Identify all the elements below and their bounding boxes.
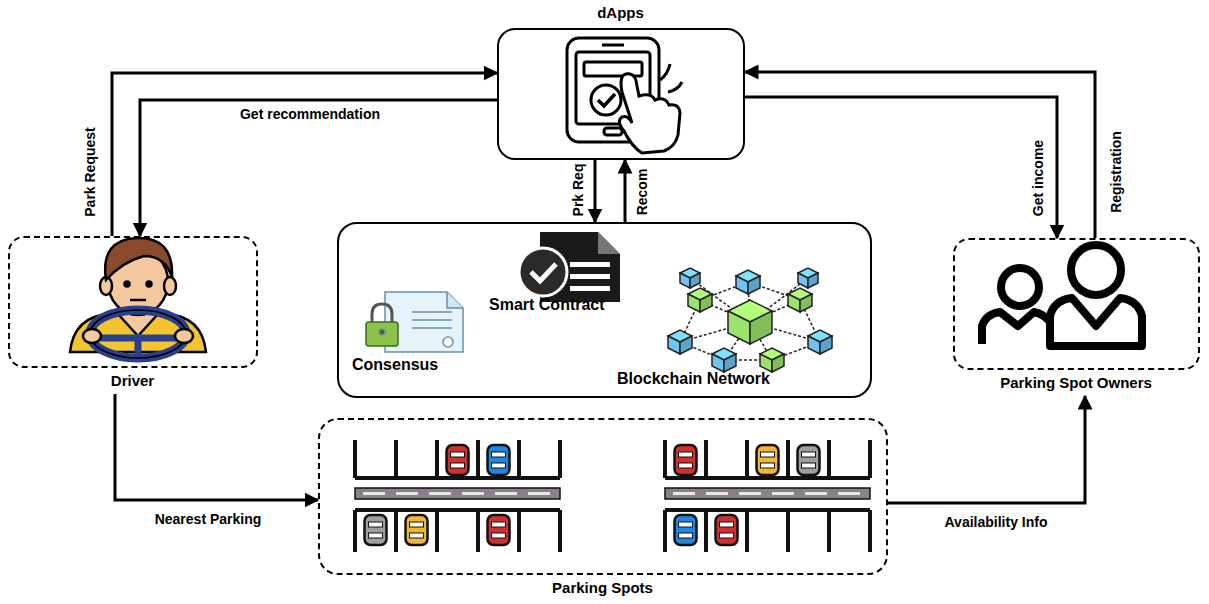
flow-arrow — [624, 160, 627, 222]
chain-cube — [728, 300, 772, 344]
contract-icon — [519, 232, 620, 302]
node-label: Driver — [111, 372, 154, 390]
edge-label: Nearest Parking — [153, 511, 264, 527]
chain-cube — [788, 288, 812, 312]
blockchain-icon — [668, 268, 832, 372]
chain-cube — [808, 330, 832, 354]
parking-lot — [355, 440, 870, 552]
edge-label: Recom — [634, 167, 650, 218]
edge-label: Get income — [1030, 138, 1046, 218]
consensus-icon — [366, 292, 463, 352]
edge-label: Registration — [1108, 129, 1124, 215]
node-label: Smart Contract — [489, 296, 605, 314]
car — [716, 515, 738, 545]
chain-cube — [668, 330, 692, 354]
edge-label: Get recommendation — [238, 106, 382, 122]
car — [447, 445, 469, 475]
node-label: Parking Spots — [552, 579, 653, 597]
flow-arrow — [594, 160, 597, 222]
parking-box: Parking Spots — [318, 418, 888, 575]
car — [757, 445, 779, 475]
blockchain-box: Smart ContractConsensusBlockchain Networ… — [337, 222, 872, 398]
driver-box: Driver — [8, 236, 258, 368]
car — [675, 515, 697, 545]
chain-cube — [688, 288, 712, 312]
flow-arrow — [745, 72, 1095, 238]
flow-arrow — [745, 97, 1057, 238]
parking-block — [355, 440, 560, 552]
car — [488, 515, 510, 545]
flow-arrow — [140, 100, 497, 236]
car — [675, 445, 697, 475]
dapp-box: dApps — [497, 28, 745, 160]
owner-box: Parking Spot Owners — [953, 238, 1200, 370]
phone-icon — [567, 38, 682, 153]
node-label: dApps — [597, 4, 644, 22]
car — [488, 445, 510, 475]
car — [406, 515, 428, 545]
chain-cube — [760, 348, 784, 372]
car — [798, 445, 820, 475]
node-label: Consensus — [352, 356, 438, 374]
node-label: Parking Spot Owners — [1000, 374, 1152, 392]
owners-icon — [982, 245, 1142, 346]
flow-arrow — [888, 396, 1085, 503]
chain-cube — [798, 268, 818, 288]
driver-icon — [70, 238, 206, 358]
chain-cube — [712, 348, 736, 372]
chain-cube — [736, 270, 760, 294]
edge-label: Park Request — [82, 125, 98, 218]
parking-block — [665, 440, 870, 552]
chain-cube — [680, 268, 700, 288]
edge-label: Availability Info — [943, 514, 1050, 530]
car — [365, 515, 387, 545]
node-label: Blockchain Network — [617, 370, 770, 388]
flow-arrow — [115, 394, 318, 500]
flow-arrow — [112, 73, 497, 236]
edge-label: Prk Req — [570, 162, 586, 219]
